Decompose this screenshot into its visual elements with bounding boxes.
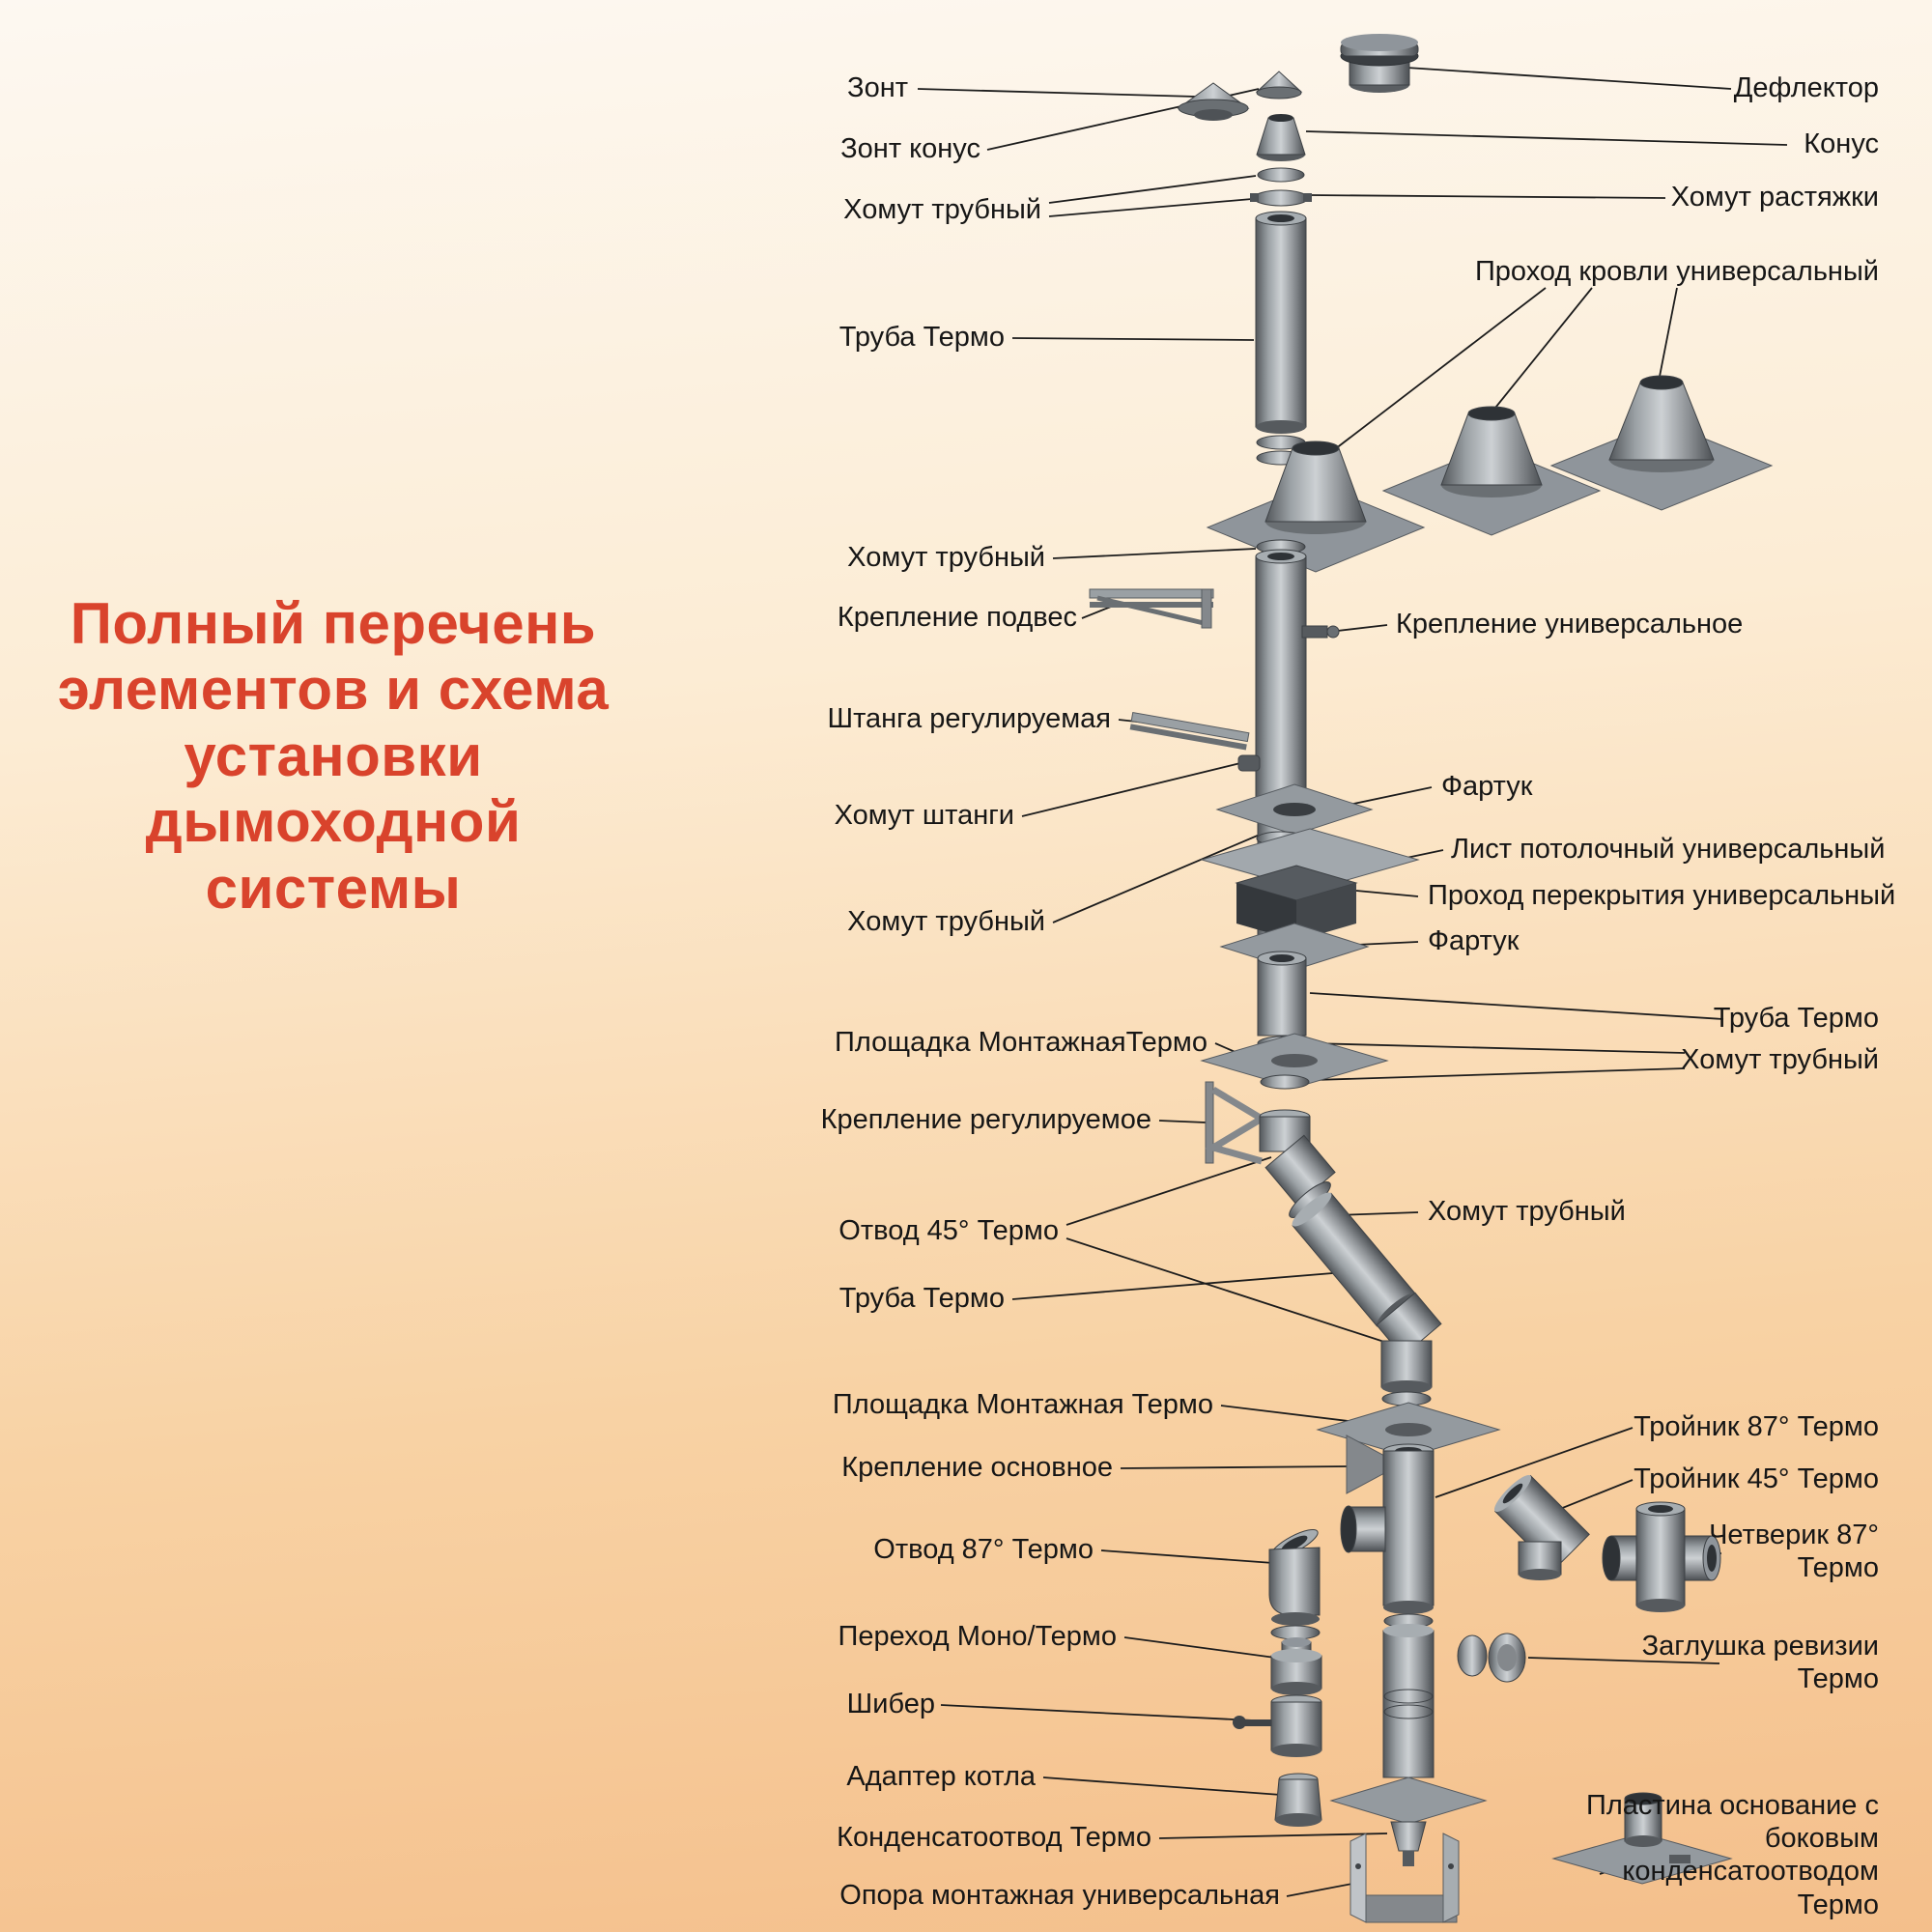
konus-part [1256,114,1306,161]
kreplenie-universalnoe-part [1301,625,1340,639]
troinik-45-part [1493,1474,1590,1580]
kreplenie-osnovnoe-part [1346,1435,1403,1494]
plastina-osnovanie-part [1551,1792,1733,1885]
kreplenie-reguliruemoe-part [1205,1081,1268,1165]
clamp-ring-7 [1270,1625,1321,1640]
deflector-part [1340,34,1419,93]
troinik-87-part [1340,1443,1435,1606]
zaglushka-revizii-part [1457,1633,1526,1683]
clamp-ring-5 [1260,1074,1310,1090]
prokhod-perekrytiya-part [1235,865,1358,941]
prokhod-krovli-part-2 [1381,406,1602,536]
prokhod-krovli-part-3 [1549,375,1774,511]
zont-part [1177,82,1250,121]
otvod-45-part-2 [1376,1292,1442,1394]
kondensatootvod-part [1329,1776,1488,1866]
shiber-part [1233,1694,1322,1757]
prokhod-krovli-part-1 [1206,440,1426,573]
khomut-trubny-ring-top [1257,167,1305,183]
zont-konus-part [1255,71,1303,99]
truba-termo-part-2 [1255,549,1307,799]
otvod-45-part-1 [1259,1109,1336,1206]
khomut-shtangi-part [1237,754,1261,772]
fartuk-part-1 [1215,783,1374,836]
adapter-kotla-part [1274,1773,1322,1827]
kreplenie-podves-part [1089,588,1214,629]
perekhod-mono-termo-part [1270,1637,1322,1695]
poster-title: Полный перечень элементов и схема устано… [57,591,610,921]
shtanga-reguliruemaya-part [1129,711,1250,751]
chetverik-87-part [1602,1501,1721,1612]
otvod-87-part [1268,1528,1321,1626]
truba-termo-part-1 [1255,211,1307,434]
opora-montazhnaya-part [1350,1833,1460,1923]
truba-termo-part-3 [1257,951,1307,1037]
leader-lines [917,67,1788,1897]
khomut-rastyazhki-part [1250,189,1312,207]
troinik-lower-pipe [1382,1601,1435,1778]
